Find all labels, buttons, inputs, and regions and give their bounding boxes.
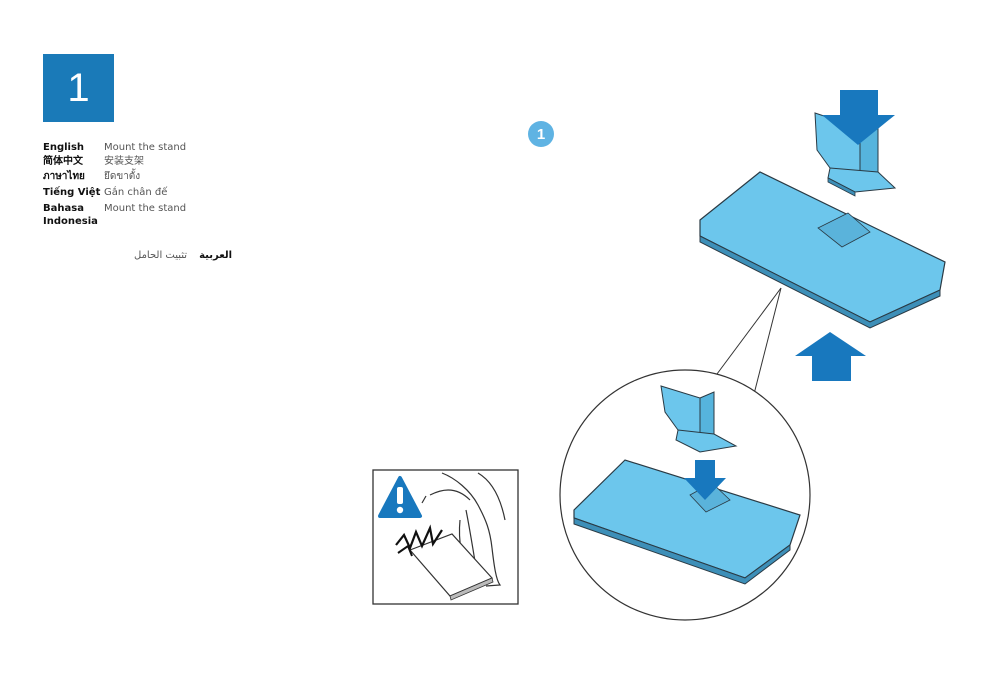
language-row-chinese: 简体中文 安装支架 xyxy=(43,155,186,168)
language-row-thai: ภาษาไทย ยึดขาตั้ง xyxy=(43,170,186,183)
sub-step-circle: 1 xyxy=(528,121,554,147)
stand-neck-detail xyxy=(660,385,738,453)
language-name: العربية xyxy=(199,250,233,261)
language-text: 安装支架 xyxy=(104,156,144,167)
language-text: Gắn chân đế xyxy=(104,187,168,198)
fallen-panel xyxy=(408,533,494,601)
step-number-badge: 1 xyxy=(43,54,114,122)
impact-burst-icon xyxy=(395,524,443,551)
language-name: 简体中文 xyxy=(43,156,83,167)
arrow-down-icon xyxy=(684,460,726,500)
stand-base-detail xyxy=(573,459,801,585)
warning-panel xyxy=(372,469,519,605)
language-name: ภาษาไทย xyxy=(43,171,85,182)
language-row-english: English Mount the stand xyxy=(43,141,186,154)
arrow-down-icon xyxy=(822,90,895,145)
language-list: English Mount the stand 简体中文 安装支架 ภาษาไท… xyxy=(43,141,186,229)
language-text: Mount the stand xyxy=(104,203,187,214)
language-text: Mount the stand xyxy=(104,142,187,153)
language-row-indonesian: Bahasa Indonesia Mount the stand xyxy=(43,202,186,228)
language-row-arabic: العربية تثبيت الحامل xyxy=(134,250,232,261)
language-name: English xyxy=(43,142,85,153)
language-name: Bahasa Indonesia xyxy=(43,203,98,227)
language-name: Tiếng Việt xyxy=(43,187,101,198)
warning-triangle-icon xyxy=(378,476,422,518)
arrow-up-icon xyxy=(795,332,866,381)
step-number: 1 xyxy=(67,65,90,110)
language-text: تثبيت الحامل xyxy=(134,250,188,261)
language-row-vietnamese: Tiếng Việt Gắn chân đế xyxy=(43,186,186,199)
language-text: ยึดขาตั้ง xyxy=(104,171,141,182)
stand-base-top xyxy=(699,171,946,329)
sub-step-number: 1 xyxy=(536,125,546,143)
